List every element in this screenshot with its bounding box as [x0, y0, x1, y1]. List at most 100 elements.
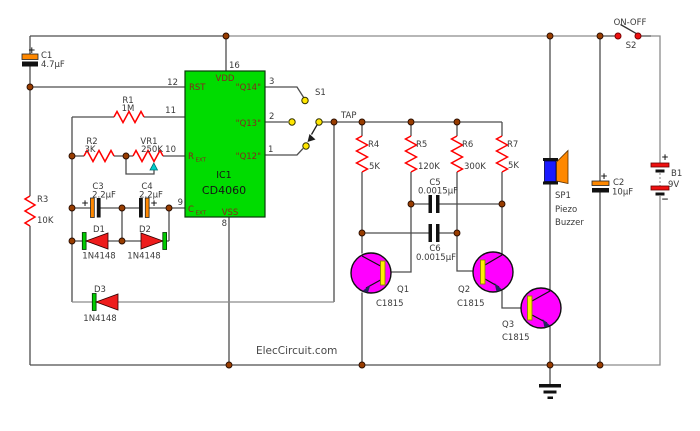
r7-ref: R7 — [507, 140, 518, 150]
junction-dot — [26, 83, 34, 91]
b1-minus-sign: − — [661, 195, 669, 205]
r5-value: 120K — [418, 162, 440, 172]
junction-dot — [68, 237, 76, 245]
junction-dot — [453, 118, 461, 126]
c2-positive-plate — [591, 180, 610, 186]
capacitor-c1: + C1 4.7µF — [21, 46, 65, 70]
b1-value: 9V — [668, 180, 679, 190]
r3-zigzag — [23, 195, 37, 227]
junction-dot — [165, 204, 173, 212]
c6-value: 0.0015µF — [416, 253, 456, 263]
junction-dot — [596, 361, 604, 369]
d2-cathode-bar — [162, 232, 168, 250]
wires-secondary — [72, 35, 661, 366]
junction-dot — [118, 237, 126, 245]
vr1-wiper-arrow — [149, 162, 159, 171]
pin-number-10: 10 — [165, 145, 176, 155]
s2-contact-right — [634, 32, 642, 40]
junction-dot — [596, 32, 604, 40]
b1-plus-sign: + — [661, 153, 669, 163]
capacitor-c2: + C2 10µF — [591, 172, 633, 198]
tap-net-label: TAP — [340, 111, 356, 121]
q3-collector-lead — [531, 290, 551, 302]
diode-d2: D2 1N4148 — [127, 225, 168, 262]
junction-dot — [358, 361, 366, 369]
capacitor-c5: C5 0.0015µF — [418, 178, 458, 213]
c5-value: 0.0015µF — [418, 187, 458, 197]
resistor-r7: R7 5K — [494, 135, 519, 173]
q1-value: C1815 — [376, 299, 404, 309]
c1-ref: C1 — [41, 51, 52, 61]
s1-contact-q13 — [288, 118, 296, 126]
q2-base-bar — [480, 259, 486, 285]
r1-ref: R1 — [122, 96, 133, 106]
ground-bar-2 — [543, 390, 557, 394]
watermark: ElecCircuit.com — [256, 345, 337, 357]
c3-ref: C3 — [92, 182, 103, 192]
s2-lever — [620, 23, 638, 35]
pin-number-8: 8 — [222, 219, 227, 229]
c4-ref: C4 — [141, 182, 152, 192]
r1-value: 1M — [122, 104, 135, 114]
transistor-q2: Q2 C1815 — [457, 251, 514, 309]
s2-ref: S2 — [626, 41, 637, 51]
ground-bar-1 — [539, 384, 561, 388]
c4-value: 2.2µF — [139, 191, 163, 201]
c6-plate-left — [428, 224, 432, 242]
resistor-r5: R5 120K — [403, 135, 440, 173]
ic-pin-label-cext: C — [188, 205, 194, 215]
c6-plate-right — [436, 224, 440, 242]
r7-value: 5K — [508, 161, 519, 171]
r3-value: 10K — [37, 216, 54, 226]
junction-dot — [222, 32, 230, 40]
pin-number-3: 3 — [269, 77, 274, 87]
pin-number-16: 16 — [229, 61, 240, 71]
junction-dot — [225, 361, 233, 369]
q3-ref: Q3 — [502, 320, 514, 330]
s1-contact-q12 — [302, 142, 310, 150]
capacitor-c4: + C4 2.2µF — [139, 182, 163, 218]
q2-ref: Q2 — [458, 285, 470, 295]
c4-negative-plate — [139, 198, 143, 218]
capacitor-c3: + C3 2.2µF — [81, 182, 116, 218]
pin-number-9: 9 — [178, 198, 183, 208]
s1-contact-q14 — [301, 96, 309, 105]
b1-cell2-long-plate — [650, 185, 670, 191]
c5-ref: C5 — [429, 178, 440, 188]
c4-plus-sign: + — [150, 199, 158, 209]
wires-primary — [29, 35, 651, 384]
potentiometer-vr1: VR1 250K — [132, 137, 164, 171]
vr1-ref: VR1 — [140, 137, 157, 147]
transistor-q1: Q1 C1815 — [350, 252, 409, 309]
junction-dot — [358, 229, 366, 237]
sp1-speaker-cone — [556, 149, 569, 184]
resistor-r3: R3 10K — [23, 195, 54, 227]
c5-plate-left — [428, 195, 432, 213]
sp1-ref: SP1 — [555, 191, 571, 201]
sp1-body — [544, 160, 557, 182]
d1-ref: D1 — [93, 225, 105, 235]
r1-zigzag — [113, 109, 145, 125]
sp1-terminal-bottom — [543, 181, 558, 185]
ic-pin-label-vdd: VDD — [216, 74, 235, 84]
capacitor-c6: C6 0.0015µF — [416, 224, 456, 263]
r4-ref: R4 — [368, 140, 379, 150]
ground-bar-3 — [547, 396, 553, 399]
b1-cell2-short-plate — [655, 192, 665, 196]
pin-number-11: 11 — [165, 106, 176, 116]
c2-plus-sign: + — [600, 172, 608, 182]
q3-emitter-arrow — [542, 319, 550, 328]
s1-ref: S1 — [315, 88, 326, 98]
c3-positive-plate — [90, 197, 95, 218]
resistor-r1: R1 1M — [113, 96, 145, 125]
c2-ref: C2 — [613, 178, 624, 188]
c1-value: 4.7µF — [41, 60, 65, 70]
d3-body — [94, 293, 119, 311]
ground-symbol — [539, 384, 561, 399]
q3-value: C1815 — [502, 333, 530, 343]
b1-ref: B1 — [671, 169, 682, 179]
q2-collector-lead — [484, 254, 503, 266]
junction-dot — [118, 204, 126, 212]
junction-dot — [122, 152, 130, 160]
